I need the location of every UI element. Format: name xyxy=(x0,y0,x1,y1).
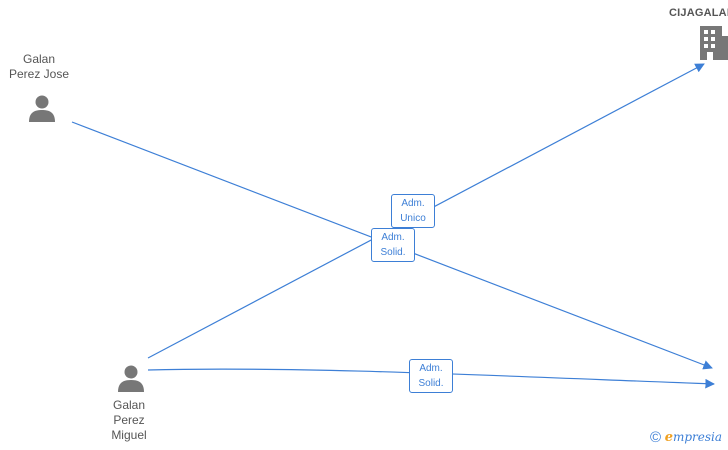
copyright-symbol: © xyxy=(650,429,662,446)
person-icon[interactable] xyxy=(116,363,146,393)
edge-miguel-to-company xyxy=(147,368,715,389)
edge-label-adm-unico[interactable]: Adm. Unico xyxy=(391,194,435,228)
brand-footer: © empresia xyxy=(650,429,722,446)
company-label-cijagalan: CIJAGALAN xyxy=(669,7,728,19)
person-label-miguel: Galan Perez Miguel xyxy=(111,398,147,442)
person-icon[interactable] xyxy=(27,93,57,123)
edge-label-adm-solid[interactable]: Adm. Solid. xyxy=(371,228,415,262)
person-label-jose: Galan Perez Jose xyxy=(8,52,70,81)
brand-logo-text: mpresia xyxy=(672,430,723,444)
brand-logo-initial: e xyxy=(664,430,673,445)
edge-label-adm-solid[interactable]: Adm. Solid. xyxy=(409,359,453,393)
building-icon[interactable] xyxy=(698,26,728,60)
